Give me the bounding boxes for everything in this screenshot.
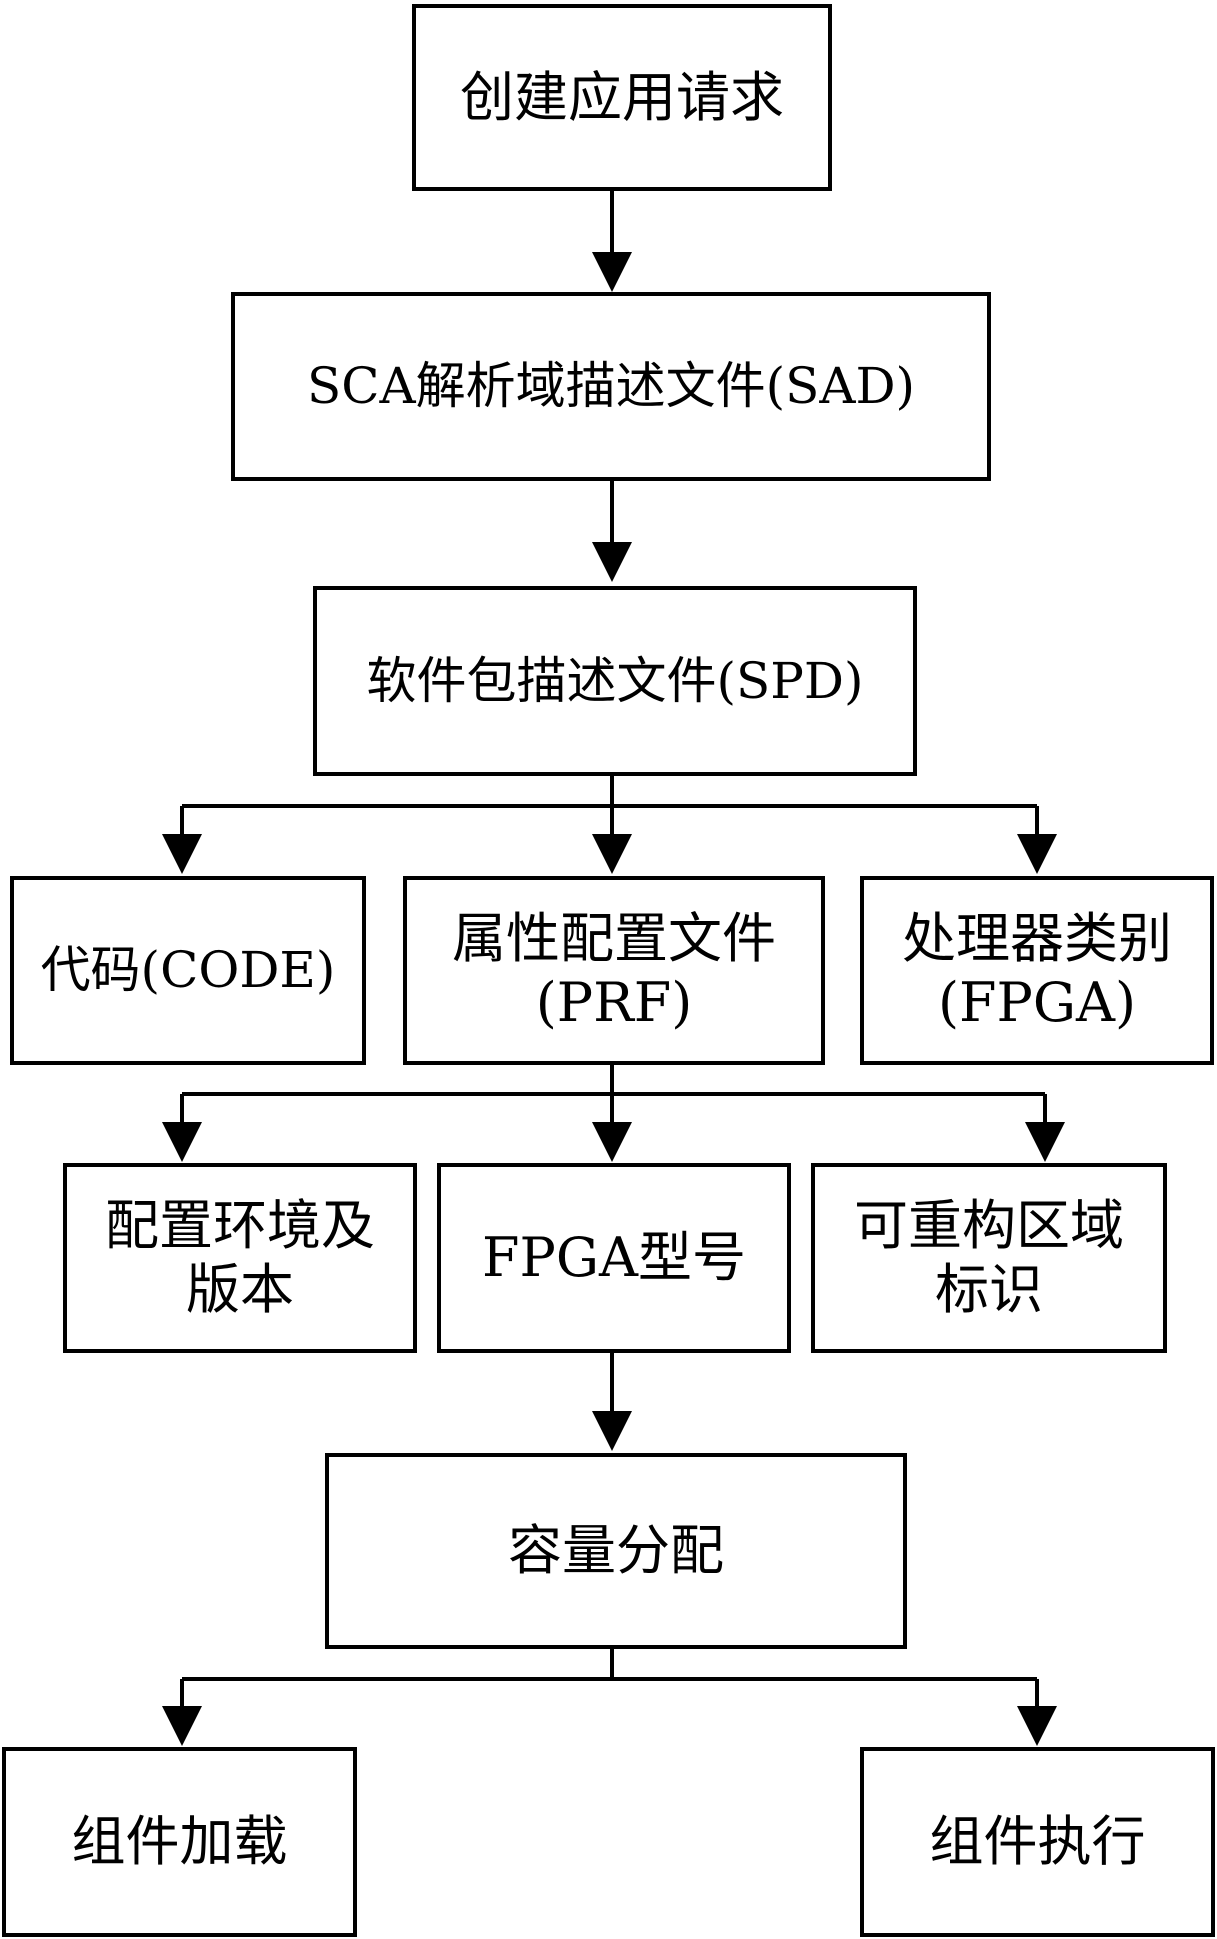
node-fpga-model-label: FPGA型号 (482, 1226, 746, 1290)
node-capacity-label: 容量分配 (508, 1519, 724, 1583)
node-execute-label: 组件执行 (929, 1810, 1146, 1874)
node-env-version-label: 配置环境及 版本 (105, 1194, 375, 1321)
node-prf: 属性配置文件 (PRF) (403, 876, 825, 1065)
node-processor-label: 处理器类别 (FPGA) (902, 906, 1172, 1034)
node-capacity: 容量分配 (325, 1453, 907, 1649)
node-processor: 处理器类别 (FPGA) (860, 876, 1214, 1065)
node-prf-label: 属性配置文件 (PRF) (452, 906, 776, 1034)
node-reconfig-id: 可重构区域 标识 (811, 1163, 1167, 1353)
node-spd: 软件包描述文件(SPD) (313, 586, 917, 776)
node-sad-label: SCA解析域描述文件(SAD) (306, 357, 916, 415)
node-create-request: 创建应用请求 (412, 4, 832, 191)
node-load: 组件加载 (2, 1747, 357, 1937)
node-reconfig-id-label: 可重构区域 标识 (854, 1194, 1124, 1321)
node-code-label: 代码(CODE) (40, 941, 336, 999)
node-load-label: 组件加载 (71, 1810, 288, 1874)
node-fpga-model: FPGA型号 (437, 1163, 791, 1353)
node-create-request-label: 创建应用请求 (460, 65, 784, 129)
node-spd-label: 软件包描述文件(SPD) (366, 651, 864, 710)
node-env-version: 配置环境及 版本 (63, 1163, 417, 1353)
node-sad: SCA解析域描述文件(SAD) (231, 292, 991, 481)
node-code: 代码(CODE) (10, 876, 366, 1065)
node-execute: 组件执行 (860, 1747, 1215, 1937)
